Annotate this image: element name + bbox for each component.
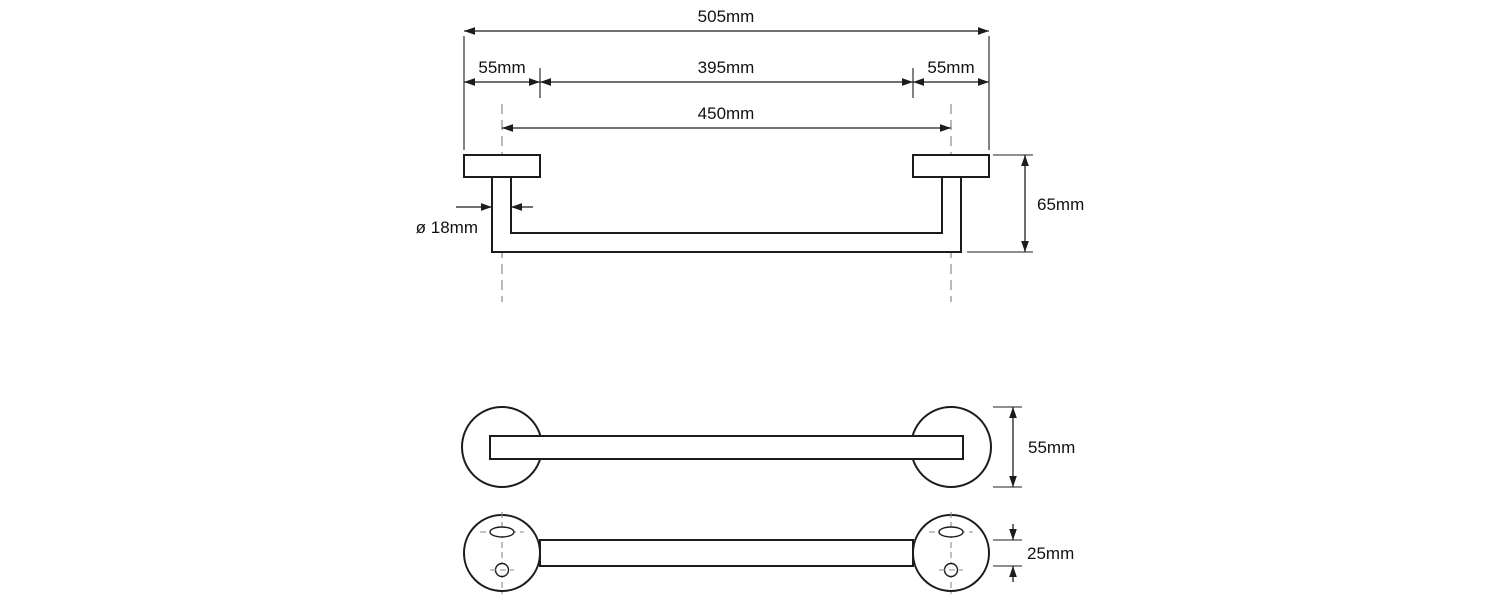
fixing-detail-right — [929, 512, 973, 594]
dim-rosette-diameter: 55mm — [993, 406, 1075, 488]
bar-front — [489, 435, 964, 460]
side-view: 505mm 55mm 395mm 55mm 450mm ø 18mm — [416, 7, 1084, 302]
bar-profile — [491, 176, 962, 253]
dim-depth: 65mm — [967, 154, 1084, 253]
dim-overall-width: 505mm — [464, 7, 989, 35]
dim-label-center-span: 395mm — [698, 58, 755, 77]
dim-label-right-plate: 55mm — [927, 58, 974, 77]
dim-label-left-plate: 55mm — [478, 58, 525, 77]
dim-label-rosette-diameter: 55mm — [1028, 438, 1075, 457]
dim-label-mount-centers: 450mm — [698, 104, 755, 123]
fixing-detail-left — [480, 512, 524, 594]
wall-plate-right — [912, 154, 990, 178]
bar-bottom — [539, 539, 914, 567]
dim-bar-diameter: ø 18mm — [416, 203, 533, 237]
wall-plate-left — [463, 154, 541, 178]
keyhole-slot — [489, 526, 515, 538]
dim-label-bar-diameter: ø 18mm — [416, 218, 478, 237]
dim-label-depth: 65mm — [1037, 195, 1084, 214]
front-view: 55mm — [461, 406, 1075, 488]
dim-mount-centers: 450mm — [502, 104, 951, 132]
dim-label-bar-thickness: 25mm — [1027, 544, 1074, 563]
dim-label-overall-width: 505mm — [698, 7, 755, 26]
dim-bar-thickness: 25mm — [993, 524, 1074, 582]
dim-plate-row: 55mm 395mm 55mm — [464, 58, 989, 86]
bottom-view: 25mm — [463, 512, 1074, 594]
keyhole-slot — [938, 526, 964, 538]
